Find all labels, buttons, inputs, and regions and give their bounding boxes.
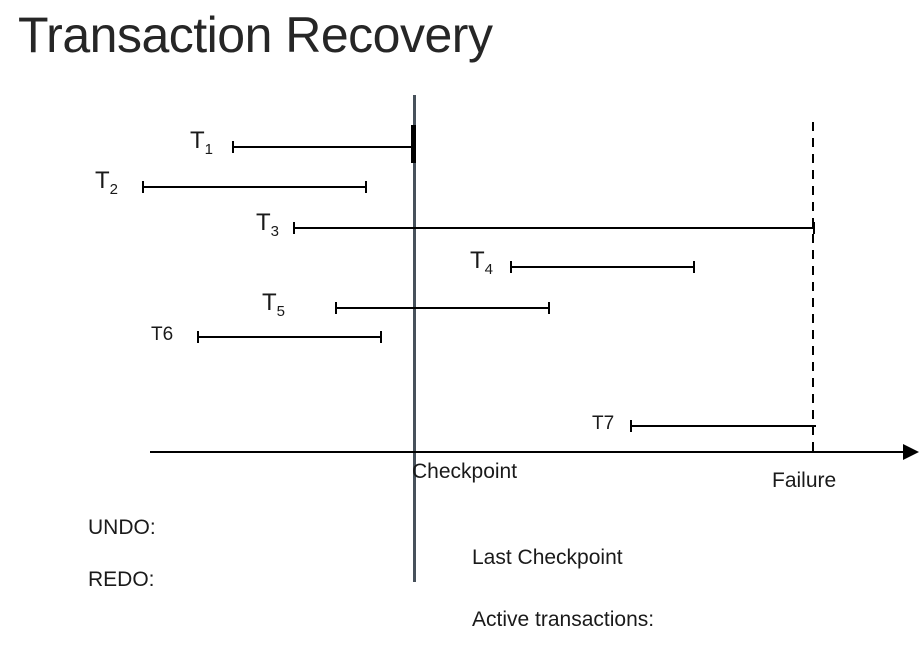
line-start-tick (232, 141, 234, 153)
transaction-name-text: T (256, 209, 271, 236)
transaction-name-subscript: 1 (204, 141, 214, 158)
transaction-name-text: T6 (151, 324, 174, 345)
line-start-tick (293, 222, 295, 234)
transaction-label-t7: T7 (592, 413, 615, 435)
failure-dashed-line (812, 122, 814, 453)
transaction-name-subscript: 2 (109, 181, 119, 198)
transaction-line-t5 (335, 302, 550, 314)
failure-label: Failure (772, 469, 837, 492)
time-axis (150, 451, 905, 453)
transaction-name-subscript: 4 (484, 261, 494, 278)
transaction-line-t3 (293, 222, 815, 234)
line-end-tick (365, 181, 367, 193)
line-end-tick (813, 222, 815, 234)
line-start-tick (142, 181, 144, 193)
transaction-name-subscript: 3 (270, 223, 280, 240)
t1-commit-bar (411, 125, 416, 163)
transaction-line-t4 (510, 261, 695, 273)
last-checkpoint-label: Last Checkpoint (472, 546, 623, 569)
checkpoint-label: Checkpoint (412, 460, 518, 483)
transaction-line-t7 (630, 420, 816, 432)
transaction-label-t6: T6 (151, 324, 174, 346)
transaction-name-text: T (95, 167, 110, 194)
transaction-label-t3: T3 (256, 209, 279, 239)
transaction-line-t2 (142, 181, 367, 193)
transaction-line-t1 (232, 141, 414, 153)
page-title: Transaction Recovery (18, 7, 493, 63)
line-start-tick (630, 420, 632, 432)
transaction-name-subscript: 5 (276, 303, 286, 320)
line-end-tick (380, 331, 382, 343)
transaction-name-text: T (470, 247, 485, 274)
transaction-name-text: T7 (592, 413, 615, 434)
transaction-name-text: T (190, 127, 205, 154)
checkpoint-line (413, 95, 416, 582)
transaction-name-text: T (262, 289, 277, 316)
transaction-label-t4: T4 (470, 247, 493, 277)
redo-label: REDO: (88, 568, 155, 591)
time-axis-arrowhead (903, 444, 919, 460)
transaction-line-t6 (197, 331, 382, 343)
line-end-tick (548, 302, 550, 314)
undo-label: UNDO: (88, 516, 156, 539)
line-start-tick (510, 261, 512, 273)
active-transactions-label: Active transactions: (472, 608, 655, 631)
transaction-label-t2: T2 (95, 167, 118, 197)
transaction-label-t1: T1 (190, 127, 213, 157)
line-start-tick (335, 302, 337, 314)
line-start-tick (197, 331, 199, 343)
line-end-tick (693, 261, 695, 273)
transaction-label-t5: T5 (262, 289, 285, 319)
